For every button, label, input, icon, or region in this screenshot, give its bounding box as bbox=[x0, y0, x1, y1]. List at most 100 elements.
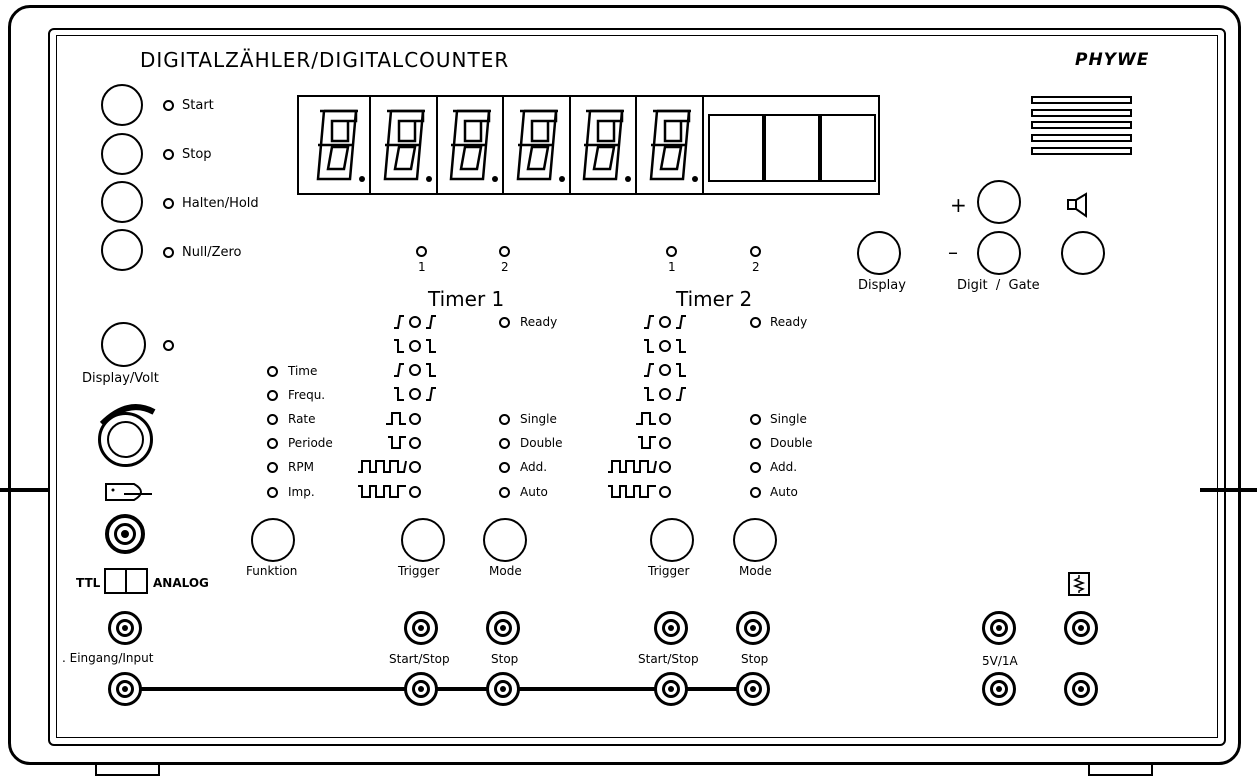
timer2-trigger-label: Trigger bbox=[648, 564, 690, 578]
timer1-start-stop-label: Start/Stop bbox=[389, 652, 450, 666]
power-5v-jack-bottom[interactable] bbox=[982, 672, 1016, 706]
timer2-trigger-symbols bbox=[608, 315, 686, 498]
timer1-mode-button[interactable] bbox=[483, 518, 527, 562]
function-rpm-led bbox=[267, 462, 278, 473]
seven-segment-display bbox=[297, 95, 880, 195]
timer1-auto-label: Auto bbox=[520, 485, 548, 499]
function-imp-label: Imp. bbox=[288, 485, 315, 499]
function-frequ-led bbox=[267, 390, 278, 401]
resistor-icon bbox=[1068, 572, 1090, 596]
display-window-1 bbox=[708, 114, 764, 182]
timer2-start-stop-jack-bottom[interactable] bbox=[654, 672, 688, 706]
analog-label: ANALOG bbox=[153, 576, 209, 590]
start-button[interactable] bbox=[101, 84, 143, 126]
display-volt-led bbox=[163, 340, 174, 351]
speaker-grille-slot bbox=[1031, 96, 1132, 104]
case-side-line-right bbox=[1200, 488, 1257, 492]
timer2-single-led bbox=[750, 414, 761, 425]
zero-button[interactable] bbox=[101, 229, 143, 271]
timer1-trigger-button[interactable] bbox=[401, 518, 445, 562]
ttl-label: TTL bbox=[76, 576, 101, 590]
timer2-single-label: Single bbox=[770, 412, 807, 426]
timer1-add-led bbox=[499, 462, 510, 473]
timer1-ready-label: Ready bbox=[520, 315, 558, 329]
timer2-mode-button[interactable] bbox=[733, 518, 777, 562]
power-5v-label: 5V/1A bbox=[982, 654, 1018, 668]
input-jack-top[interactable] bbox=[108, 611, 142, 645]
speaker-grille-slot bbox=[1031, 147, 1132, 155]
timer1-double-label: Double bbox=[520, 436, 563, 450]
hold-label: Halten/Hold bbox=[182, 196, 259, 211]
stop-label: Stop bbox=[182, 147, 212, 162]
timer2-channel2-label: 2 bbox=[752, 260, 760, 274]
timer1-channel1-led bbox=[416, 246, 427, 257]
timer1-channel1-label: 1 bbox=[418, 260, 426, 274]
ttl-analog-switch[interactable] bbox=[104, 568, 148, 594]
timer2-double-led bbox=[750, 438, 761, 449]
bnc-input-connector[interactable] bbox=[105, 514, 145, 554]
display-volt-button[interactable] bbox=[101, 322, 146, 367]
case-foot-left bbox=[95, 764, 160, 776]
timer2-trigger-button[interactable] bbox=[650, 518, 694, 562]
timer2-stop-jack-bottom[interactable] bbox=[736, 672, 770, 706]
display-button[interactable] bbox=[857, 231, 901, 275]
case-foot-right bbox=[1088, 764, 1153, 776]
function-imp-led bbox=[267, 487, 278, 498]
timer2-ready-label: Ready bbox=[770, 315, 808, 329]
seven-segment-digit: 8. bbox=[304, 97, 371, 193]
hold-button[interactable] bbox=[101, 181, 143, 223]
ground-bus-line bbox=[436, 687, 488, 691]
timer1-stop-jack[interactable] bbox=[486, 611, 520, 645]
timer1-start-stop-jack[interactable] bbox=[404, 611, 438, 645]
resistor-jack-top[interactable] bbox=[1064, 611, 1098, 645]
timer2-auto-led bbox=[750, 487, 761, 498]
ground-bus-line bbox=[140, 687, 406, 691]
minus-sign: – bbox=[948, 240, 958, 264]
input-jack-bottom[interactable] bbox=[108, 672, 142, 706]
timer1-start-stop-jack-bottom[interactable] bbox=[404, 672, 438, 706]
display-button-label: Display bbox=[858, 278, 906, 293]
seven-segment-digit: 8. bbox=[437, 97, 504, 193]
input-label: . Eingang/Input bbox=[62, 651, 154, 665]
timer1-trigger-label: Trigger bbox=[398, 564, 440, 578]
timer1-stop-jack-bottom[interactable] bbox=[486, 672, 520, 706]
timer1-trigger-symbols bbox=[358, 315, 436, 498]
timer2-auto-label: Auto bbox=[770, 485, 798, 499]
power-5v-jack-top[interactable] bbox=[982, 611, 1016, 645]
timer2-start-stop-label: Start/Stop bbox=[638, 652, 699, 666]
funktion-button[interactable] bbox=[251, 518, 295, 562]
digit-gate-label: Digit / Gate bbox=[957, 278, 1040, 293]
seven-segment-digit: 8. bbox=[371, 97, 438, 193]
timer1-title: Timer 1 bbox=[428, 287, 505, 311]
speaker-icon bbox=[1067, 192, 1087, 218]
minus-button[interactable] bbox=[977, 231, 1021, 275]
speaker-grille-slot bbox=[1031, 109, 1132, 117]
function-periode-label: Periode bbox=[288, 436, 333, 450]
zero-label: Null/Zero bbox=[182, 245, 242, 260]
timer2-start-stop-jack[interactable] bbox=[654, 611, 688, 645]
front-panel bbox=[48, 28, 1226, 746]
stop-button[interactable] bbox=[101, 133, 143, 175]
timer1-channel2-label: 2 bbox=[501, 260, 509, 274]
function-periode-led bbox=[267, 438, 278, 449]
speaker-grille-slot bbox=[1031, 134, 1132, 142]
seven-segment-digit: 8. bbox=[504, 97, 571, 193]
plus-button[interactable] bbox=[977, 180, 1021, 224]
case-side-line-left bbox=[0, 488, 50, 492]
display-volt-label: Display/Volt bbox=[82, 371, 159, 386]
timer1-channel2-led bbox=[499, 246, 510, 257]
resistor-jack-bottom[interactable] bbox=[1064, 672, 1098, 706]
timer1-double-led bbox=[499, 438, 510, 449]
timer2-mode-label: Mode bbox=[739, 564, 772, 578]
seven-segment-digit: 8. bbox=[637, 97, 704, 193]
device-title: DIGITALZÄHLER/DIGITALCOUNTER bbox=[140, 48, 510, 72]
beeper-button[interactable] bbox=[1061, 231, 1105, 275]
function-time-led bbox=[267, 366, 278, 377]
timer2-stop-jack[interactable] bbox=[736, 611, 770, 645]
ground-bus-line bbox=[518, 687, 656, 691]
timer2-channel1-led bbox=[666, 246, 677, 257]
display-window-2 bbox=[764, 114, 820, 182]
timer2-add-label: Add. bbox=[770, 460, 798, 474]
funktion-label: Funktion bbox=[246, 564, 298, 578]
timer1-mode-label: Mode bbox=[489, 564, 522, 578]
